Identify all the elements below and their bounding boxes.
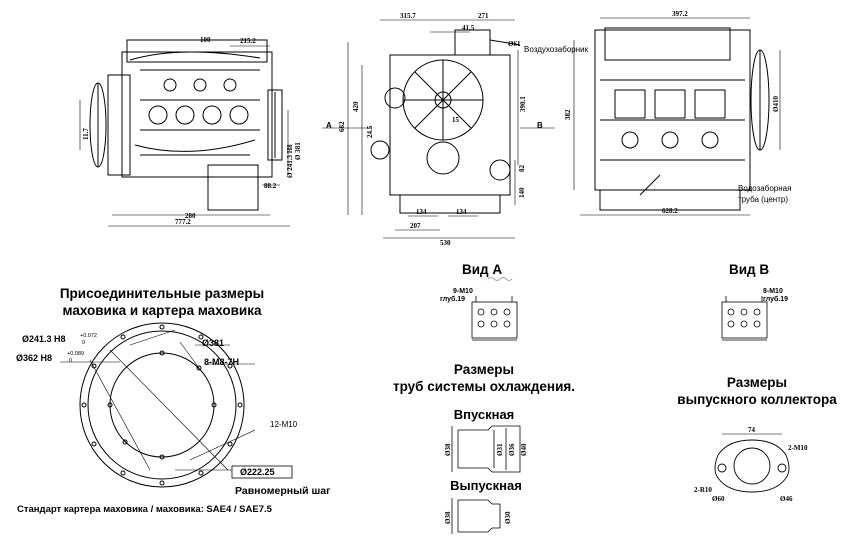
cooling-title-line1: Размеры xyxy=(454,362,514,377)
dim-381-label: Ø381 xyxy=(202,338,224,348)
cooling-pipes-section: Размеры труб системы охлаждения. Впускна… xyxy=(393,362,575,534)
dim-628: 628.2 xyxy=(662,207,678,215)
dim-682: 682 xyxy=(338,121,346,132)
flywheel-title-line2: маховика и картера маховика xyxy=(63,303,262,318)
dim-thread-label: 8-M8-7H xyxy=(204,357,239,367)
flywheel-section: Присоединительные размеры маховика и кар… xyxy=(16,286,331,515)
dim-362-label: Ø362 H8 xyxy=(16,353,52,363)
air-intake-label: Воздухозаборник xyxy=(524,45,589,54)
flywheel-title-line1: Присоединительные размеры xyxy=(60,286,264,301)
dim-phi61: Ø61 xyxy=(508,40,521,48)
view-a-flange-drawing xyxy=(471,296,518,341)
dim-15: 15 xyxy=(452,116,460,124)
inlet-title: Впускная xyxy=(454,407,515,422)
dim-24: 24.5 xyxy=(366,125,374,138)
view-a-depth: глуб.19 xyxy=(440,295,465,303)
dim-315: 315.7 xyxy=(400,12,416,20)
water-intake-label-1: Водозаборная xyxy=(738,184,791,193)
water-intake-label-2: труба (центр) xyxy=(738,195,788,204)
inlet-dim-36: Ø36 xyxy=(508,443,516,456)
dim-215: 215.2 xyxy=(240,37,256,45)
engine-side-view-right: 397.2 382 Ø410 628.2 Водозаборная труба … xyxy=(564,10,791,216)
exhaust-dim-2r10: 2-R10 xyxy=(694,486,712,494)
dim-271: 271 xyxy=(478,12,489,20)
dim-phi410: Ø410 xyxy=(772,96,780,112)
cooling-title-line2: труб системы охлаждения. xyxy=(393,379,575,394)
dim-11: 11.7 xyxy=(82,128,90,140)
inlet-dim-38: Ø38 xyxy=(444,443,452,456)
engine-side-view-left: 100 215.2 280 777.2 Ø 241.3 H8 Ø 381 88.… xyxy=(79,36,302,227)
outlet-dim-38: Ø38 xyxy=(444,511,452,524)
view-b-title: Вид В xyxy=(729,262,769,277)
dim-41: 41.5 xyxy=(462,24,475,32)
outlet-dim-30: Ø30 xyxy=(504,511,512,524)
view-b-arrow-label: B xyxy=(537,121,543,130)
exhaust-dim-60: Ø60 xyxy=(712,495,725,503)
dim-241-side: Ø 241.3 H8 xyxy=(286,144,294,178)
dim-362-tol-lower: 0 xyxy=(69,358,72,364)
dim-420: 420 xyxy=(352,101,360,112)
dim-134-a: 134 xyxy=(416,208,427,216)
exhaust-title-line1: Размеры xyxy=(727,375,787,390)
dim-241-tol-lower: 0 xyxy=(82,340,85,346)
view-b-section: Вид В 8-M10 глуб.19 xyxy=(721,262,788,341)
dim-280: 280 xyxy=(185,212,196,220)
view-a-thread: 9-M10 xyxy=(453,288,473,295)
dim-362-tol-upper: +0.089 xyxy=(67,351,84,357)
view-b-thread: 8-M10 xyxy=(763,288,783,295)
view-a-underline xyxy=(487,277,513,281)
inlet-dim-40: Ø40 xyxy=(520,443,528,456)
dim-207: 207 xyxy=(410,222,421,230)
view-a-section: Вид А 9-M10 глуб.19 xyxy=(440,262,518,341)
exhaust-dim-2m10: 2-M10 xyxy=(788,444,808,452)
view-b-flange-drawing xyxy=(721,296,768,341)
dim-530: 530 xyxy=(440,239,451,247)
dim-381-side: Ø 381 xyxy=(294,142,302,160)
view-a-title: Вид А xyxy=(462,262,502,277)
dim-390: 390.1 xyxy=(519,96,527,112)
even-pitch-label: Равномерный шаг xyxy=(235,485,331,497)
engine-front-view: 315.7 271 41.5 Ø61 682 420 390.1 24.5 15… xyxy=(322,12,589,247)
dim-222-box xyxy=(231,465,293,479)
inlet-dim-31: Ø31 xyxy=(496,443,504,456)
dim-222-label: Ø222.25 xyxy=(240,467,275,477)
dim-82: 82 xyxy=(518,165,526,173)
dim-88: 88.2 xyxy=(264,182,277,190)
dim-241-tol-upper: +0.072 xyxy=(80,333,97,339)
dim-382: 382 xyxy=(564,109,572,120)
outlet-pipe-drawing xyxy=(451,498,501,534)
exhaust-dim-74: 74 xyxy=(748,426,756,434)
view-a-arrow-label: A xyxy=(326,121,332,130)
dim-777: 777.2 xyxy=(175,218,191,226)
dim-241-label: Ø241.3 H8 xyxy=(22,334,66,344)
exhaust-flange-drawing xyxy=(714,433,790,493)
exhaust-section: Размеры выпускного коллектора 74 2-M10 2… xyxy=(677,375,837,503)
exhaust-dim-46: Ø46 xyxy=(780,495,793,503)
dim-140: 140 xyxy=(518,187,526,198)
outlet-title: Выпускная xyxy=(450,478,522,493)
dim-134-b: 134 xyxy=(456,208,467,216)
exhaust-title-line2: выпускного коллектора xyxy=(677,392,837,407)
view-b-depth: глуб.19 xyxy=(763,295,788,303)
dim-100: 100 xyxy=(200,36,211,44)
flywheel-standard-note: Стандарт картера маховика / маховика: SA… xyxy=(17,504,273,515)
inlet-pipe-drawing xyxy=(451,425,521,473)
dim-397: 397.2 xyxy=(672,10,688,18)
dim-12m10-label: 12-M10 xyxy=(270,420,298,429)
